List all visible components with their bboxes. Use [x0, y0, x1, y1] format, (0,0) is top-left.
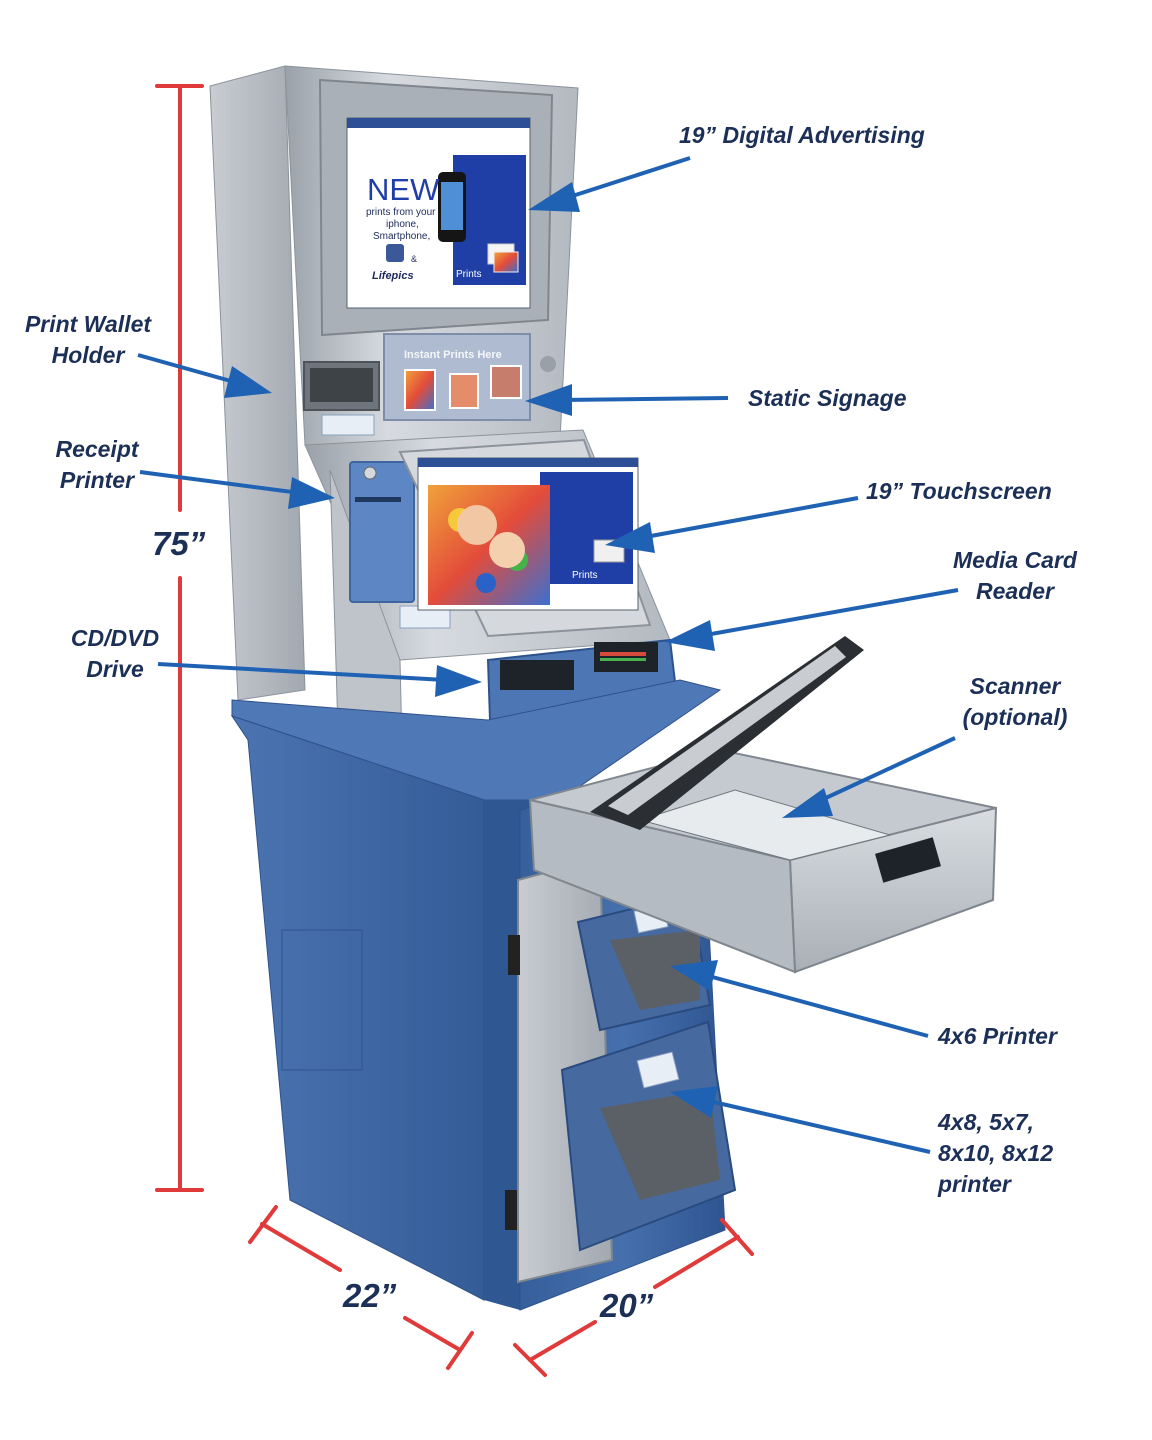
label-touchscreen: 19” Touchscreen — [866, 478, 1052, 504]
receipt-lock — [363, 466, 377, 480]
receipt-slot — [355, 497, 401, 502]
printer-large-tray — [600, 1090, 720, 1200]
ad-screen-topbar — [347, 118, 530, 128]
arrow-digital-advertising — [559, 156, 691, 202]
label-large-printer-line3: printer — [938, 1171, 1011, 1197]
ad-line-3: Smartphone, — [373, 231, 430, 242]
ad-headline: NEW — [367, 172, 440, 207]
arrow-cd-dvd-head — [435, 665, 482, 697]
receipt-printer-door — [349, 461, 415, 603]
label-cd-dvd-drive-line1: CD/DVD — [70, 625, 160, 651]
arrow-static-signage — [559, 396, 729, 402]
scanner-lid-inner — [608, 646, 846, 815]
label-print-wallet-holder-line1: Print Wallet — [24, 311, 152, 337]
label-digital-advertising: 19” Digital Advertising — [679, 122, 925, 148]
arrow-media-card — [699, 588, 959, 638]
arrow-receipt-printer — [139, 470, 301, 495]
ad-brand: Lifepics — [372, 270, 414, 282]
label-scanner-line1: Scanner — [969, 673, 1061, 699]
arrow-static-signage-head — [525, 384, 572, 416]
arrow-receipt-printer-head — [288, 477, 335, 509]
side-vent — [281, 929, 363, 1071]
dimension-lines — [155, 84, 754, 1377]
speaker-grille — [540, 356, 556, 372]
callout-arrows — [137, 156, 959, 1154]
arrow-large-printer-head — [670, 1086, 718, 1118]
signage-photo-1 — [404, 369, 436, 411]
touchscreen-topbar — [418, 458, 638, 467]
arrow-media-card-head — [665, 620, 715, 651]
media-card-reader-slot — [594, 642, 658, 672]
photo-face-1 — [457, 505, 497, 545]
base-side — [230, 715, 485, 1301]
signage-photo-2 — [449, 373, 479, 409]
photo-ball-3 — [476, 573, 496, 593]
depth-cap-right — [720, 1218, 754, 1256]
label-receipt-printer-line1: Receipt — [55, 436, 139, 462]
door-hinge-top — [508, 935, 520, 975]
label-4x6-printer: 4x6 Printer — [938, 1023, 1057, 1049]
arrow-digital-advertising-head — [528, 182, 580, 212]
width-line-b — [403, 1316, 462, 1352]
dimension-height: 75” — [152, 525, 206, 562]
drawer-handle — [875, 837, 941, 883]
dimension-depth: 20” — [600, 1287, 654, 1324]
label-large-printer-line2: 8x10, 8x12 — [938, 1140, 1054, 1166]
card-reader-stripe-2 — [600, 658, 646, 661]
ad-phone-screen — [441, 182, 463, 230]
cd-dvd-drive-slot — [500, 660, 574, 690]
arrow-large-printer — [704, 1098, 931, 1154]
label-cd-dvd-drive-line2: Drive — [86, 656, 144, 682]
upper-side-panel — [209, 65, 306, 701]
label-cd-dvd-drive: CD/DVD Drive — [60, 623, 170, 685]
label-media-card-reader-line1: Media Card — [953, 547, 1077, 573]
width-line-a — [260, 1222, 342, 1272]
arrow-scanner — [814, 736, 956, 805]
printer-large-badge — [636, 1051, 680, 1089]
arrow-touchscreen-head — [605, 522, 655, 553]
touchscreen-blue-panel — [540, 472, 633, 584]
width-cap-right — [446, 1331, 474, 1370]
label-receipt-printer-line2: Printer — [59, 467, 135, 493]
label-print-wallet-holder-line2: Holder — [51, 342, 125, 368]
label-large-printer: 4x8, 5x7, 8x10, 8x12 printer — [938, 1107, 1053, 1200]
label-scanner-line2: (optional) — [962, 704, 1068, 730]
label-receipt-printer: Receipt Printer — [40, 434, 154, 496]
arrow-4x6-printer-head — [670, 960, 718, 991]
ad-line-2: iphone, — [386, 219, 419, 230]
label-print-wallet-holder: Print Wallet Holder — [20, 309, 156, 371]
ad-panel-text: Prints — [456, 269, 482, 280]
signage-title: Instant Prints Here — [404, 349, 502, 361]
printer-4x6-tray — [610, 930, 700, 1010]
ad-photo-2 — [493, 251, 519, 273]
depth-line-a — [528, 1320, 597, 1362]
arrow-print-wallet — [137, 353, 239, 385]
label-static-signage: Static Signage — [748, 385, 907, 411]
scanner-drawer-side — [528, 798, 797, 974]
arrow-scanner-head — [782, 788, 833, 818]
wallet-holder-inner — [310, 368, 373, 402]
label-large-printer-line1: 4x8, 5x7, — [938, 1109, 1034, 1135]
wallet-holder-sticker — [321, 414, 375, 436]
kiosk-illustration: NEW prints from your iphone, Smartphone,… — [209, 65, 998, 1311]
signage-photo-3 — [490, 365, 522, 399]
arrow-cd-dvd — [157, 662, 446, 682]
facebook-icon — [386, 244, 404, 262]
arrow-touchscreen — [639, 496, 859, 540]
label-scanner: Scanner (optional) — [950, 671, 1080, 733]
label-media-card-reader: Media Card Reader — [944, 545, 1086, 607]
arrow-4x6-printer — [704, 973, 929, 1038]
door-hinge-bottom — [505, 1190, 517, 1230]
dimension-width: 22” — [343, 1277, 397, 1314]
depth-line-b — [653, 1235, 740, 1289]
arrow-print-wallet-head — [224, 366, 272, 398]
ad-amp: & — [411, 254, 417, 264]
photo-face-2 — [489, 532, 525, 568]
label-media-card-reader-line2: Reader — [976, 578, 1054, 604]
ad-line-1: prints from your — [366, 207, 436, 218]
touchscreen-panel-text: Prints — [572, 570, 598, 581]
card-reader-stripe — [600, 652, 646, 656]
scanner-glass — [638, 789, 892, 861]
